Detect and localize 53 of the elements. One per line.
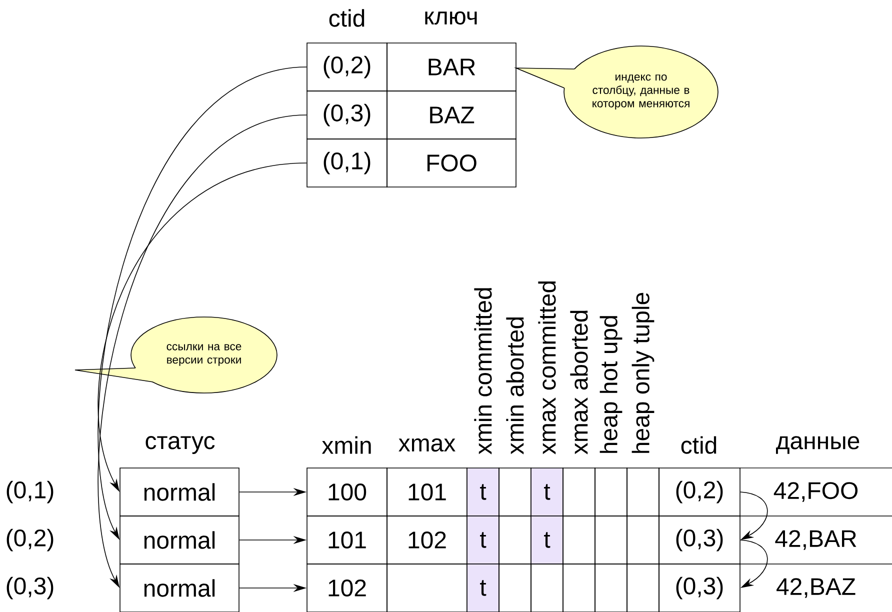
column-header: xmax committed [538, 282, 556, 454]
column-header: xmin committed [474, 288, 492, 454]
column-header: xmax [398, 438, 456, 452]
empty-cell [594, 468, 628, 516]
table-cell: 100 [306, 468, 388, 516]
table-cell: t [466, 468, 500, 516]
table-cell: (0,3) [658, 516, 740, 564]
table-cell: (0,3) [658, 564, 740, 612]
table-cell: 42,BAZ [776, 578, 856, 598]
empty-cell [562, 564, 596, 612]
column-header: статус [146, 436, 215, 454]
table-cell: FOO [386, 138, 516, 188]
column-header: ctid [681, 436, 716, 454]
arrow [740, 540, 768, 588]
table-cell: (0,1) [306, 138, 388, 188]
empty-cell [562, 468, 596, 516]
empty-cell [498, 564, 532, 612]
table-cell: 101 [306, 516, 388, 564]
empty-cell [594, 564, 628, 612]
callout-bubble: ссылки на все версии строки [74, 316, 278, 394]
empty-cell [562, 516, 596, 564]
table-cell: (0,2) [306, 42, 388, 92]
arrow [740, 492, 768, 540]
table-cell: 42,FOO [774, 482, 858, 502]
table-cell: 102 [306, 564, 388, 612]
row-label: (0,1) [6, 480, 54, 504]
empty-cell [626, 468, 660, 516]
empty-cell [626, 564, 660, 612]
column-header: данные [776, 436, 860, 454]
table-cell: BAR [386, 42, 516, 92]
column-header: heap hot upd [600, 316, 622, 453]
table-cell: BAZ [386, 90, 516, 140]
table-cell: t [530, 516, 564, 564]
column-header: ctid [329, 9, 364, 27]
table-cell: (0,2) [658, 468, 740, 516]
column-header: xmax aborted [570, 310, 588, 454]
table-cell: t [466, 564, 500, 612]
column-header: xmin aborted [506, 317, 524, 454]
column-header: xmin [322, 436, 371, 454]
table-cell: normal [120, 516, 240, 564]
empty-cell [594, 516, 628, 564]
row-label: (0,3) [6, 576, 54, 600]
empty-cell [626, 516, 660, 564]
table-cell: t [466, 516, 500, 564]
table-cell: normal [120, 564, 240, 612]
table-cell: (0,3) [306, 90, 388, 140]
row-label: (0,2) [6, 528, 54, 552]
column-header: ключ [425, 11, 477, 25]
column-header: heap only tuple [632, 292, 654, 453]
table-cell: 42,BAR [775, 530, 856, 550]
table-cell: normal [120, 468, 240, 516]
callout-bubble: индекс по столбцу, данные в котором меняются [514, 46, 718, 138]
table-cell: t [530, 468, 564, 516]
